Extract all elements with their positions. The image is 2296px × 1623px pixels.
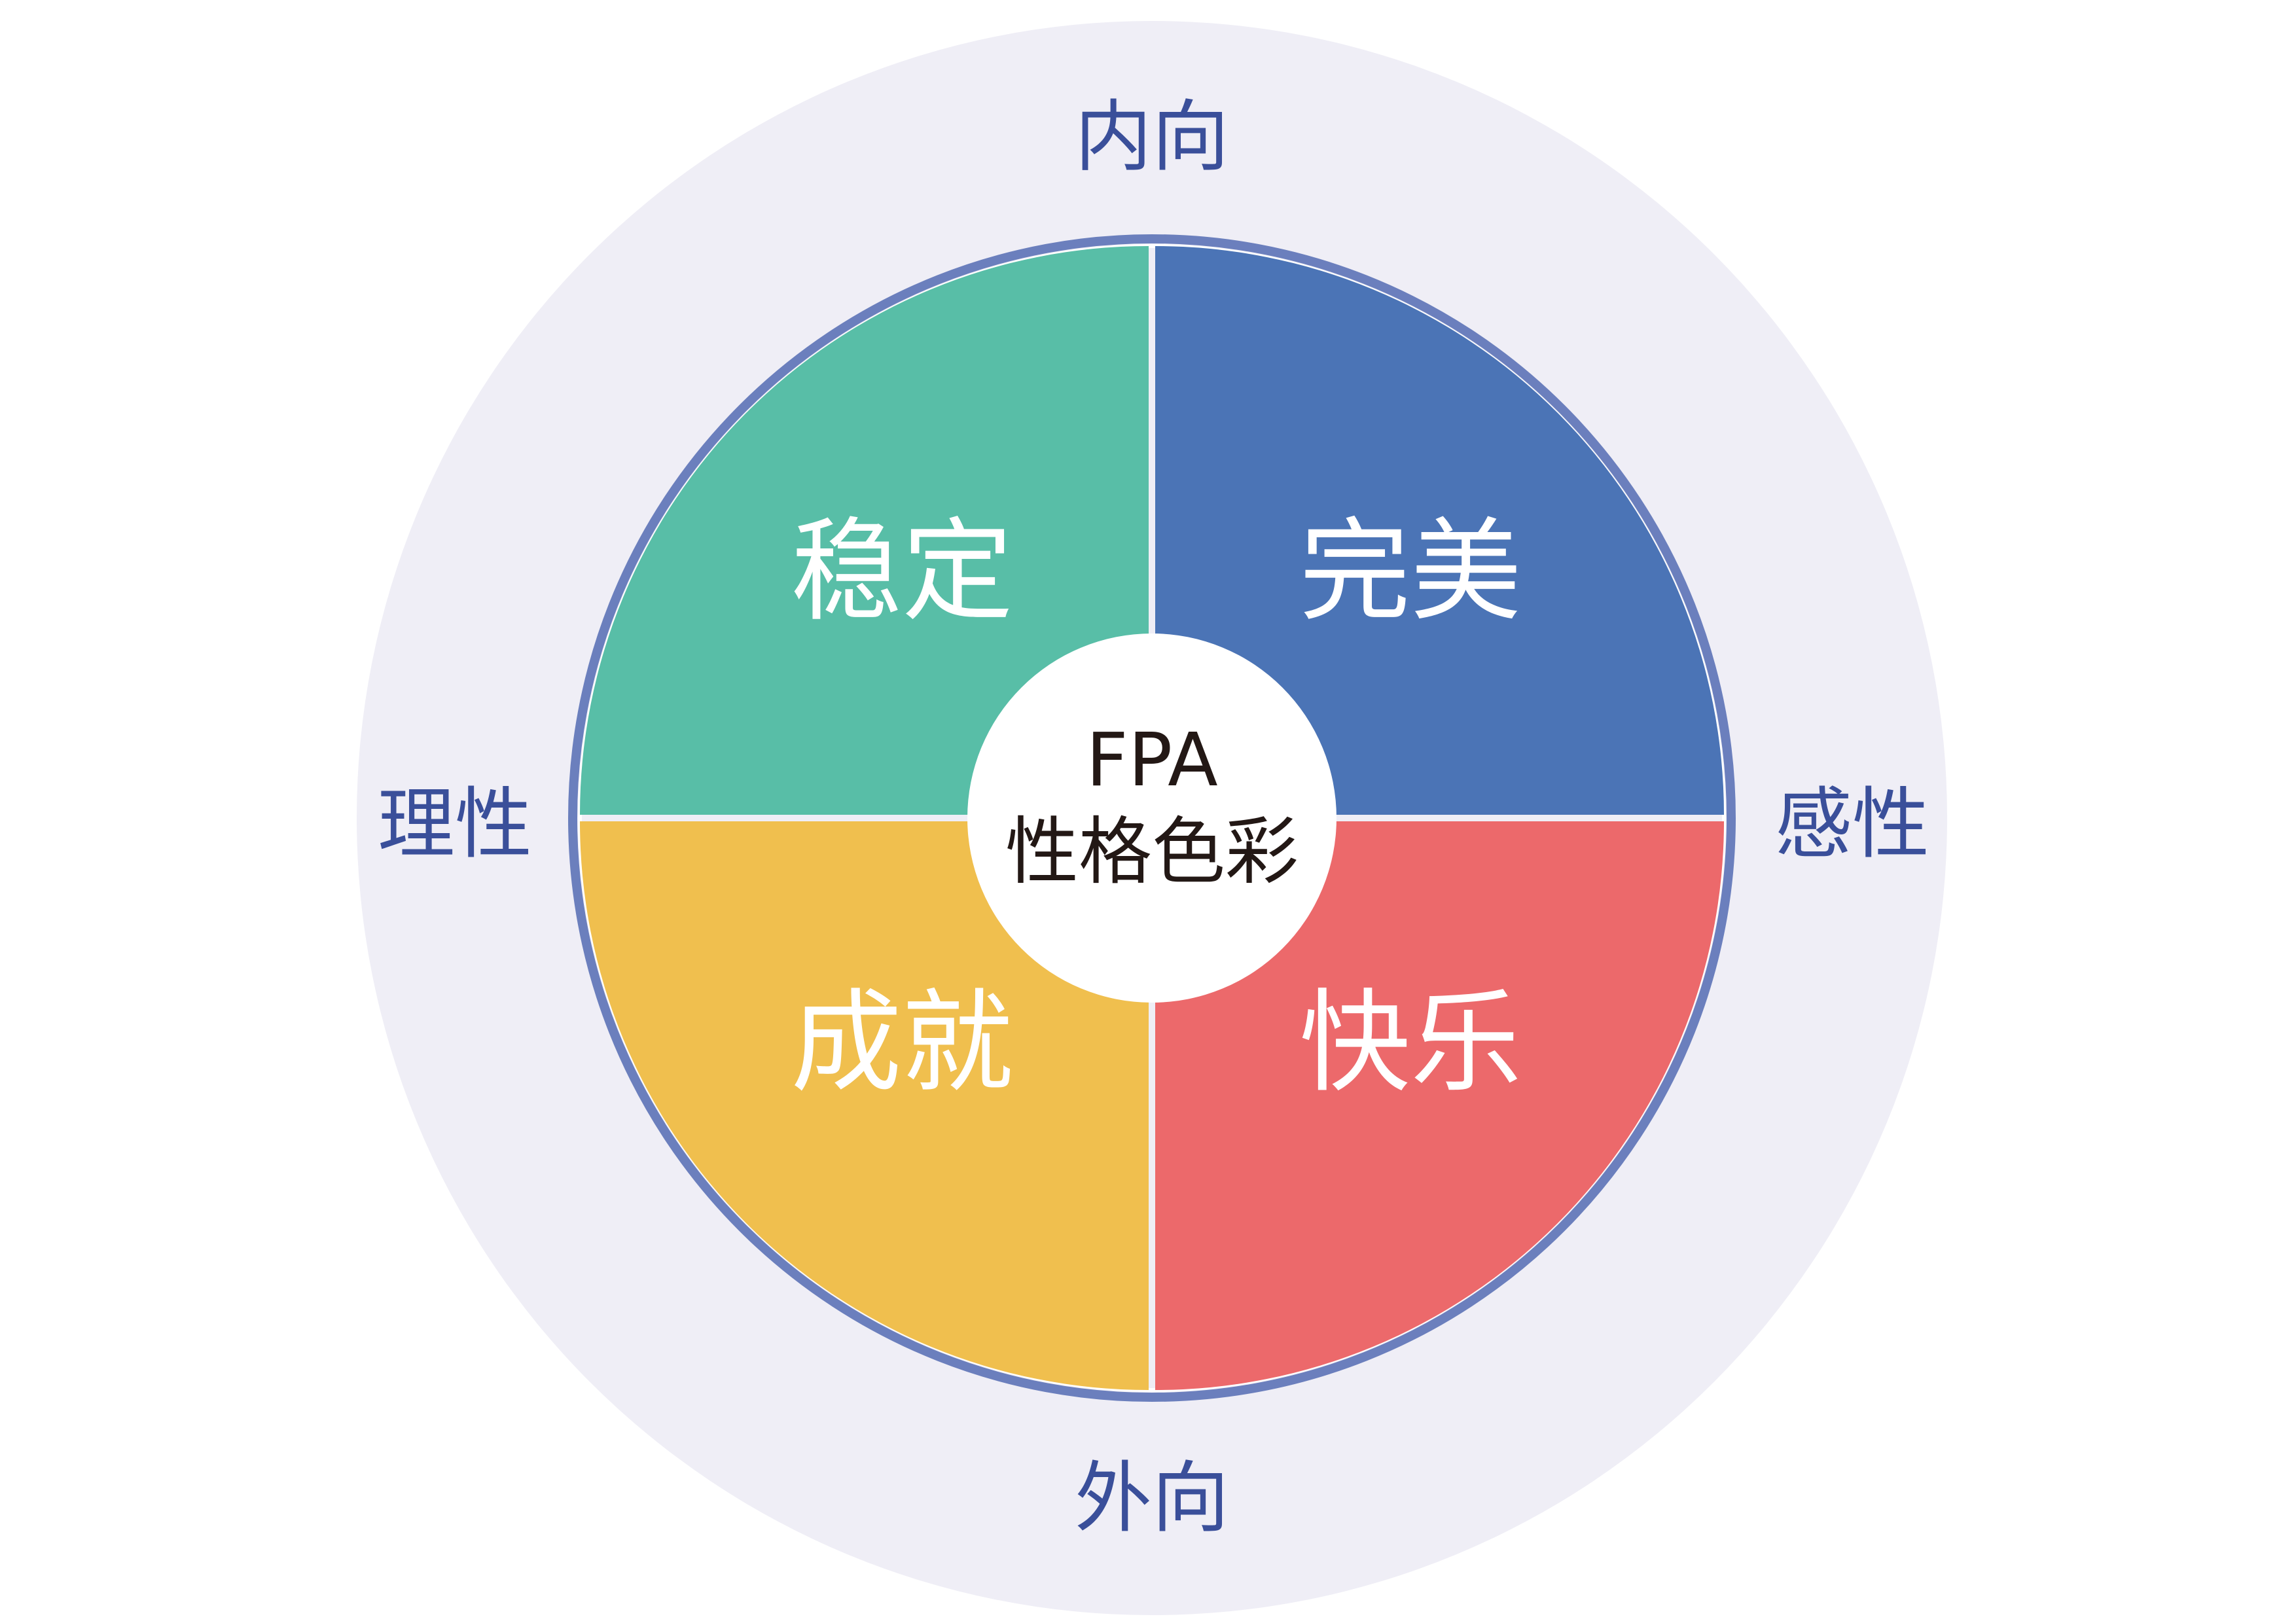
axis-label-extrovert: 外向 bbox=[1075, 1453, 1229, 1543]
quadrant-label-perfect: 完美 bbox=[1299, 507, 1522, 637]
quadrant-border-gap bbox=[578, 244, 1726, 1392]
quadrant-stable bbox=[580, 246, 1149, 815]
axis-label-emotional: 感性 bbox=[1775, 779, 1929, 869]
quadrant-happy bbox=[1155, 821, 1724, 1390]
quadrant-perfect bbox=[1155, 246, 1724, 815]
axis-label-rational: 理性 bbox=[378, 779, 532, 869]
quadrant-label-stable: 稳定 bbox=[791, 507, 1013, 637]
quadrant-achievement bbox=[580, 821, 1149, 1390]
center-title: FPA bbox=[1086, 718, 1217, 803]
quadrant-label-achievement: 成就 bbox=[791, 978, 1013, 1108]
center-circle bbox=[967, 633, 1336, 1003]
quadrant-border-ring bbox=[568, 234, 1736, 1402]
axis-label-introvert: 内向 bbox=[1075, 92, 1229, 182]
center-subtitle: 性格色彩 bbox=[1005, 810, 1299, 895]
quadrant-label-happy: 快乐 bbox=[1299, 978, 1522, 1108]
